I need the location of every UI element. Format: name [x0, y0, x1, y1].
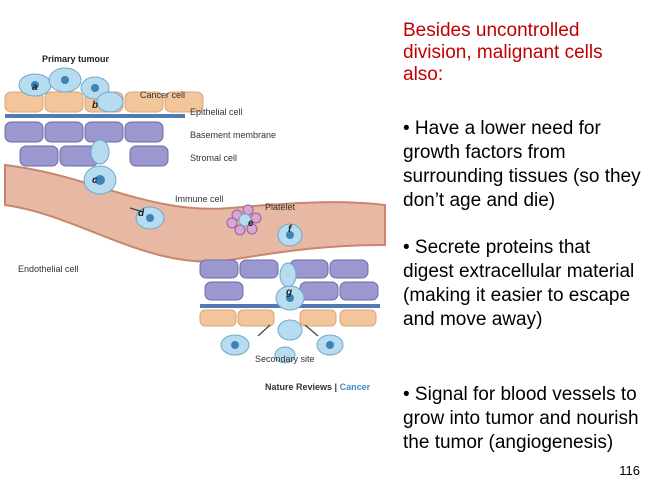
- figure-title: Primary tumour: [42, 54, 110, 64]
- credit-journal: Cancer: [340, 382, 371, 392]
- page-number: 116: [619, 463, 640, 478]
- letter-f: f: [288, 224, 293, 235]
- label-immune-cell: Immune cell: [175, 194, 224, 204]
- letter-a: a: [32, 82, 38, 93]
- credit-source: Nature Reviews: [265, 382, 332, 392]
- stromal-layer-top: [4, 121, 169, 167]
- label-endothelial-cell: Endothelial cell: [18, 264, 79, 274]
- letter-e: e: [248, 218, 254, 229]
- bullet-growth-factors: • Have a lower need for growth factors f…: [403, 118, 641, 211]
- label-secondary-site: Secondary site: [255, 354, 315, 364]
- immune-cell: [238, 213, 252, 227]
- figure-credit: Nature Reviews | Cancer: [265, 382, 371, 392]
- basement-membrane-top: [5, 114, 185, 118]
- letter-d: d: [138, 208, 145, 219]
- epithelial-layer-bottom: [199, 309, 377, 327]
- label-epithelial-cell: Epithelial cell: [190, 107, 243, 117]
- platelets: [226, 204, 262, 236]
- epithelial-layer-top: [4, 91, 204, 113]
- text-panel: Besides uncontrolled division, malignant…: [403, 20, 643, 453]
- letter-g: g: [285, 287, 292, 298]
- label-basement-membrane: Basement membrane: [190, 130, 276, 140]
- credit-separator: |: [335, 382, 338, 392]
- label-platelet: Platelet: [265, 202, 296, 212]
- letter-b: b: [92, 100, 98, 111]
- label-stromal-cell: Stromal cell: [190, 153, 237, 163]
- stromal-layer-bottom: [199, 259, 379, 301]
- metastasis-arrows: [129, 207, 319, 337]
- letter-c: c: [92, 175, 98, 186]
- metastasis-figure: Primary tumour Cancer cell Epithelial ce…: [4, 54, 386, 392]
- label-cancer-cell: Cancer cell: [140, 90, 185, 100]
- cell-nuclei: [31, 76, 334, 349]
- blood-vessel: [4, 163, 386, 263]
- slide-intro: Besides uncontrolled division, malignant…: [403, 20, 603, 85]
- bullet-secrete-proteins: • Secrete proteins that digest extracell…: [403, 237, 635, 330]
- bullet-angiogenesis: • Signal for blood vessels to grow into …: [403, 384, 639, 453]
